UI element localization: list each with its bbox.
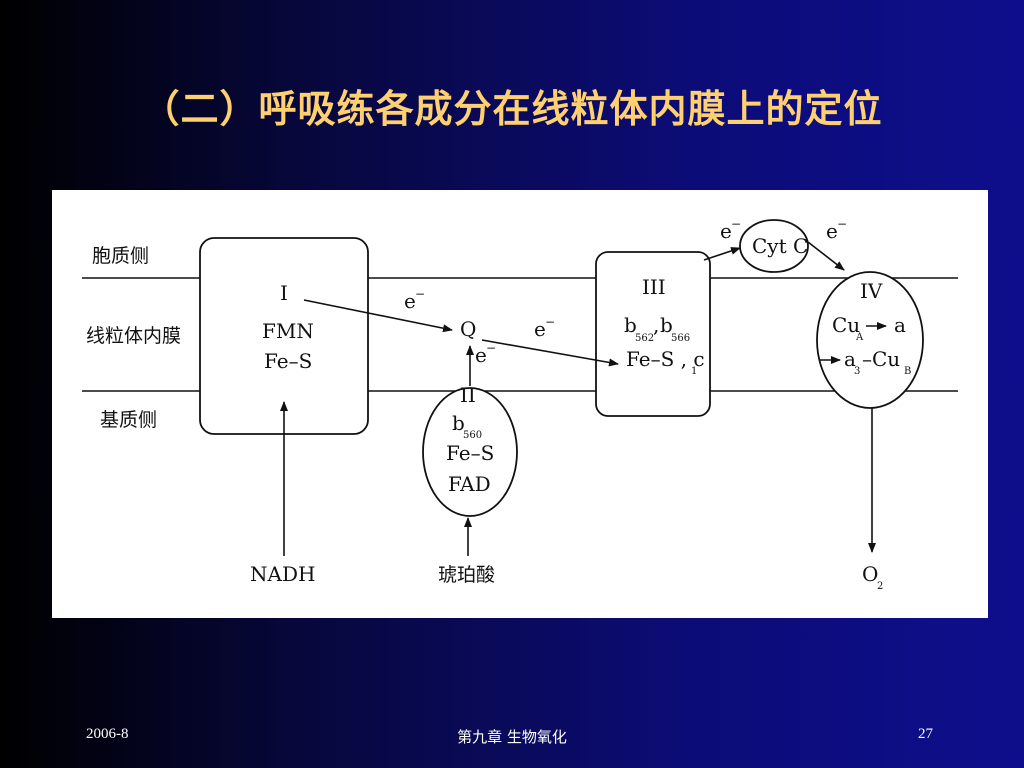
complex-4-a3-sub: 3 (854, 366, 860, 377)
label-membrane: 线粒体内膜 (86, 325, 181, 347)
arrow-complex3-to-cytc (703, 247, 741, 261)
electron-label-3: e − (475, 341, 496, 367)
arrow-complex1-to-q (303, 299, 453, 333)
svg-text:−: − (731, 217, 741, 231)
svg-text:e: e (534, 317, 546, 341)
footer-page-number: 27 (918, 726, 933, 742)
cytc-label: Cyt C (752, 234, 808, 258)
complex-4-ellipse (816, 271, 924, 409)
complex-2-numeral: II (460, 383, 476, 407)
complex-3-fes-c1: Fe–S , c (626, 347, 705, 371)
electron-label-1: e − (404, 287, 425, 313)
complex-4-cub-sub: B (904, 366, 911, 377)
label-cytoplasm-side: 胞质侧 (92, 245, 149, 267)
complex-2-fes: Fe–S (446, 441, 494, 465)
respiratory-chain-diagram: 胞质侧 线粒体内膜 基质侧 I FMN Fe–S II b 560 Fe–S F… (52, 190, 988, 618)
complex-3-box (595, 251, 711, 417)
o2-sub: 2 (877, 581, 883, 592)
succinate-label: 琥珀酸 (438, 564, 495, 586)
complex-4-cu-sub: A (855, 332, 864, 343)
footer-date: 2006-8 (86, 726, 129, 742)
complex-4-a: a (894, 313, 906, 337)
electron-label-4: e − (720, 217, 741, 243)
svg-text:e: e (720, 219, 732, 243)
o2-label: O (862, 562, 878, 586)
complex-3-sep: , (653, 313, 659, 337)
complex-3-b2: b (660, 313, 673, 337)
footer-chapter: 第九章 生物氧化 (457, 728, 567, 746)
complex-1-fmn: FMN (262, 319, 314, 343)
cytc-ellipse (739, 219, 809, 273)
svg-text:e: e (475, 343, 487, 367)
nadh-label: NADH (250, 562, 315, 586)
svg-text:e: e (404, 289, 416, 313)
arrow-q-to-complex3 (481, 339, 619, 367)
complex-2-ellipse (422, 387, 518, 517)
complex-4-a3: a (844, 347, 856, 371)
svg-text:e: e (826, 219, 838, 243)
complex-4-cub: –Cu (862, 347, 900, 371)
q-label: Q (460, 317, 476, 341)
svg-text:−: − (545, 315, 555, 329)
complex-3-c1-sub: 1 (691, 366, 697, 377)
label-matrix-side: 基质侧 (100, 409, 157, 431)
diagram-svg: 胞质侧 线粒体内膜 基质侧 I FMN Fe–S II b 560 Fe–S F… (82, 217, 958, 592)
complex-3-b1: b (624, 313, 637, 337)
complex-2-fad: FAD (448, 472, 491, 496)
complex-4-numeral: IV (860, 279, 883, 303)
complex-1-fes: Fe–S (264, 349, 312, 373)
svg-text:−: − (415, 287, 425, 301)
svg-text:−: − (837, 217, 847, 231)
complex-2-b: b (452, 411, 465, 435)
complex-1-numeral: I (280, 281, 288, 305)
complex-2-b-sub: 560 (463, 430, 482, 441)
complex-4-cu: Cu (832, 313, 860, 337)
complex-3-numeral: III (642, 275, 666, 299)
arrow-cytc-to-complex4 (807, 241, 845, 271)
electron-label-5: e − (826, 217, 847, 243)
complex-3-b2-sub: 566 (671, 333, 690, 344)
svg-text:−: − (486, 341, 496, 355)
complex-3-b1-sub: 562 (635, 333, 654, 344)
slide-title: （二）呼吸练各成分在线粒体内膜上的定位 (141, 87, 883, 131)
electron-label-2: e − (534, 315, 555, 341)
